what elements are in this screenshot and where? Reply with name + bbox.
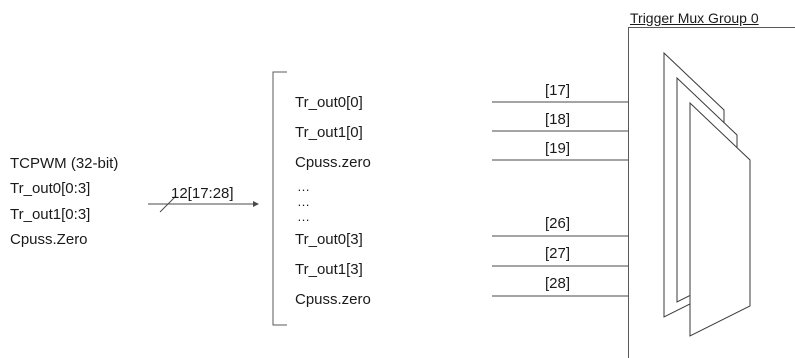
signal-ellipsis-3: … (297, 209, 310, 224)
source-line-cpuss-zero: Cpuss.Zero (10, 231, 88, 248)
signal-cpuss-zero-b: Cpuss.zero (295, 291, 371, 308)
mux-group-title: Trigger Mux Group 0 (630, 10, 759, 26)
signal-bracket (272, 71, 287, 326)
source-line-tr-out0: Tr_out0[0:3] (10, 180, 91, 197)
input-label-28: [28] (545, 275, 571, 292)
signal-ellipsis-1: … (297, 179, 310, 194)
source-line-tr-out1: Tr_out1[0:3] (10, 206, 91, 223)
signal-ellipsis-2: … (297, 194, 310, 209)
input-label-18: [18] (545, 111, 571, 128)
signal-tr-out0-0: Tr_out0[0] (295, 94, 363, 111)
bus-arrow-head (253, 201, 259, 207)
mux-shape-front (689, 101, 751, 337)
input-label-26: [26] (545, 215, 571, 232)
input-label-27: [27] (545, 245, 571, 262)
source-line-tcpwm: TCPWM (32-bit) (10, 155, 119, 172)
signal-cpuss-zero-a: Cpuss.zero (295, 154, 371, 171)
signal-tr-out1-0: Tr_out1[0] (295, 124, 363, 141)
input-label-17: [17] (545, 82, 571, 99)
bus-label: 12[17:28] (171, 185, 234, 202)
signal-tr-out1-3: Tr_out1[3] (295, 261, 363, 278)
bus-width-slash (159, 195, 177, 213)
input-label-19: [19] (545, 140, 571, 157)
signal-tr-out0-3: Tr_out0[3] (295, 231, 363, 248)
